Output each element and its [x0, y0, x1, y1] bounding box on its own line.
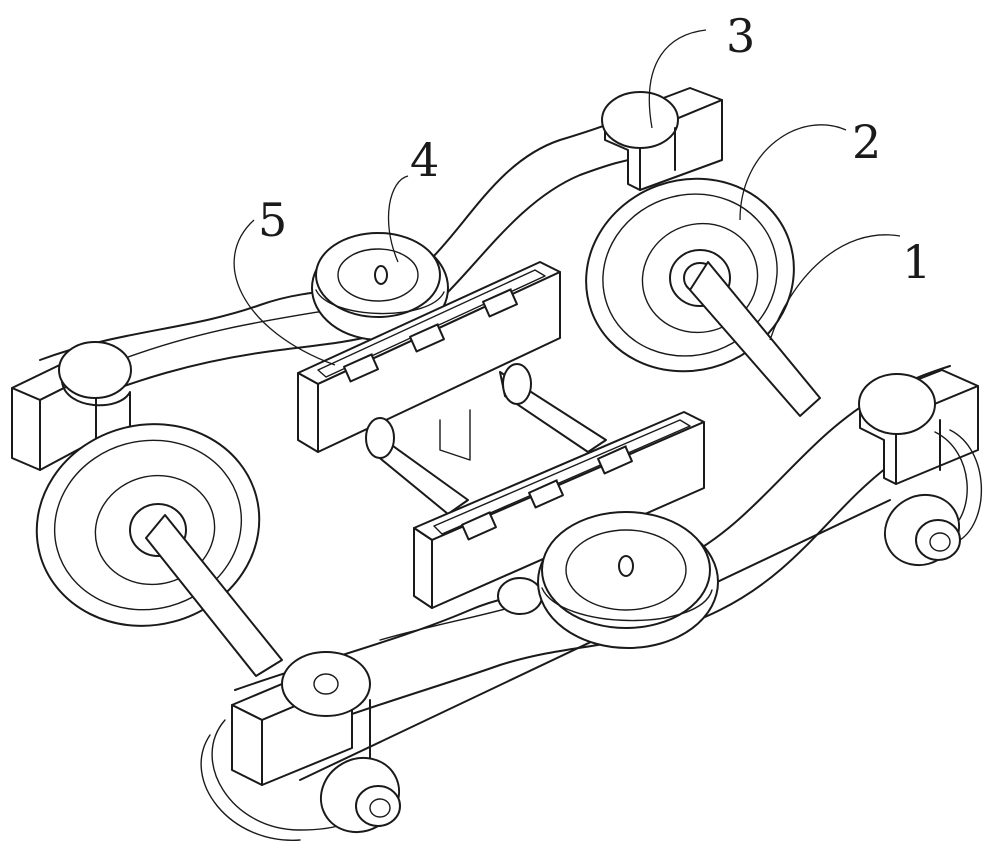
connector-front-2	[528, 479, 564, 509]
label-part-1: 1	[902, 235, 931, 289]
label-part-5: 5	[258, 193, 287, 247]
axle-rear	[689, 261, 821, 417]
connector-rear-3	[482, 288, 518, 318]
axle-end-cap-front-left	[200, 719, 401, 841]
axle-end-cap-front-right	[883, 493, 961, 567]
connector-front-3	[597, 445, 633, 475]
front-side-frame	[231, 365, 983, 786]
connector-rear-1	[343, 353, 379, 383]
connector-front-1	[461, 511, 497, 541]
rear-side-frame	[11, 87, 723, 471]
label-part-2: 2	[852, 115, 881, 169]
label-part-3: 3	[726, 9, 755, 63]
wheel-rear-left	[311, 232, 449, 341]
crossbeam-front	[413, 411, 705, 609]
leader-lines	[233, 29, 901, 366]
crossbeam-rear	[297, 261, 561, 453]
connecting-tubes	[365, 363, 607, 515]
connector-rear-2	[409, 323, 445, 353]
axle-front	[145, 514, 283, 677]
sensor-connectors	[343, 288, 633, 541]
label-part-4: 4	[410, 133, 439, 187]
wheel-front-center	[497, 511, 719, 649]
